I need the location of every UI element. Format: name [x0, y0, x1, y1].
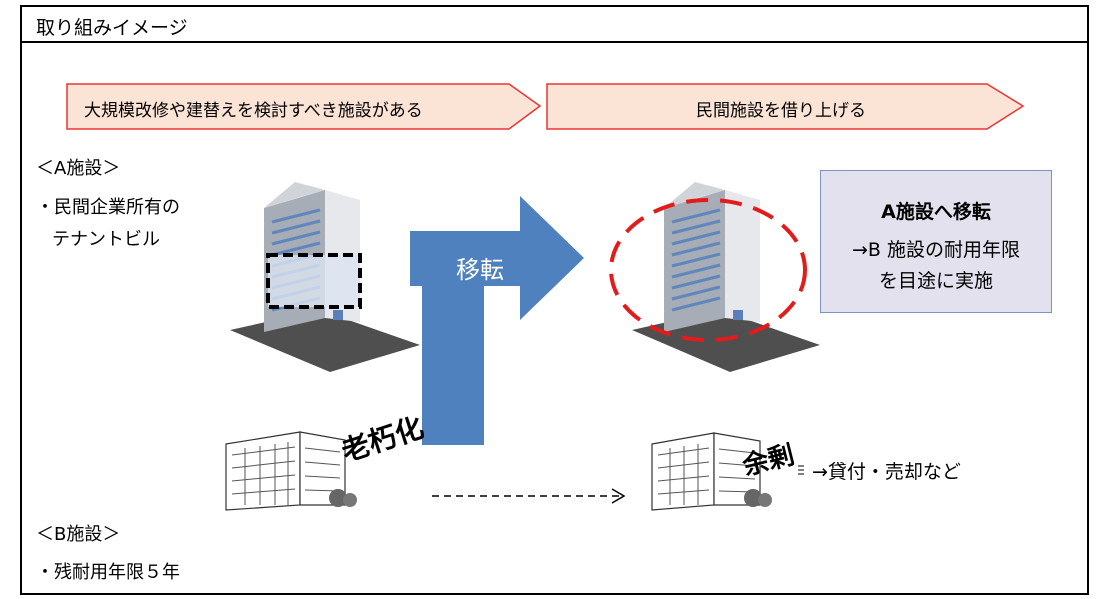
diagram-frame: 取り組みイメージ — [20, 5, 1089, 595]
building-b-surplus-icon — [651, 432, 772, 511]
disposal-note: →貸付・売却など — [812, 461, 961, 483]
facility-a-bullet-cont: テナントビル — [52, 229, 160, 250]
frame-header: 取り組みイメージ — [22, 7, 1087, 43]
callout-line-2: を目途に実施 — [878, 270, 993, 292]
callout-line-1: →B 施設の耐用年限 — [852, 239, 1020, 261]
step-chevron-1 — [66, 83, 542, 130]
facility-b-title: ＜B施設＞ — [36, 524, 121, 545]
building-a-icon — [230, 182, 420, 372]
facility-a-title: ＜A施設＞ — [36, 158, 121, 179]
step-1-label: 大規模改修や建替えを検討すべき施設がある — [84, 101, 423, 121]
highlight-ellipse — [609, 198, 807, 342]
frame-title: 取り組みイメージ — [36, 17, 188, 39]
building-a-target-icon — [632, 182, 820, 372]
facility-a-bullet: ・民間企業所有の — [36, 197, 180, 218]
relocation-callout: A施設へ移転 →B 施設の耐用年限 を目途に実施 — [820, 170, 1052, 313]
step-2-label: 民間施設を借り上げる — [696, 101, 866, 121]
transfer-arrow-label: 移転 — [456, 256, 504, 284]
building-b-icon — [225, 431, 357, 511]
facility-b-bullet: ・残耐用年限５年 — [36, 562, 180, 583]
step-chevron-2 — [546, 83, 1025, 130]
callout-title: A施設へ移転 — [881, 201, 991, 223]
